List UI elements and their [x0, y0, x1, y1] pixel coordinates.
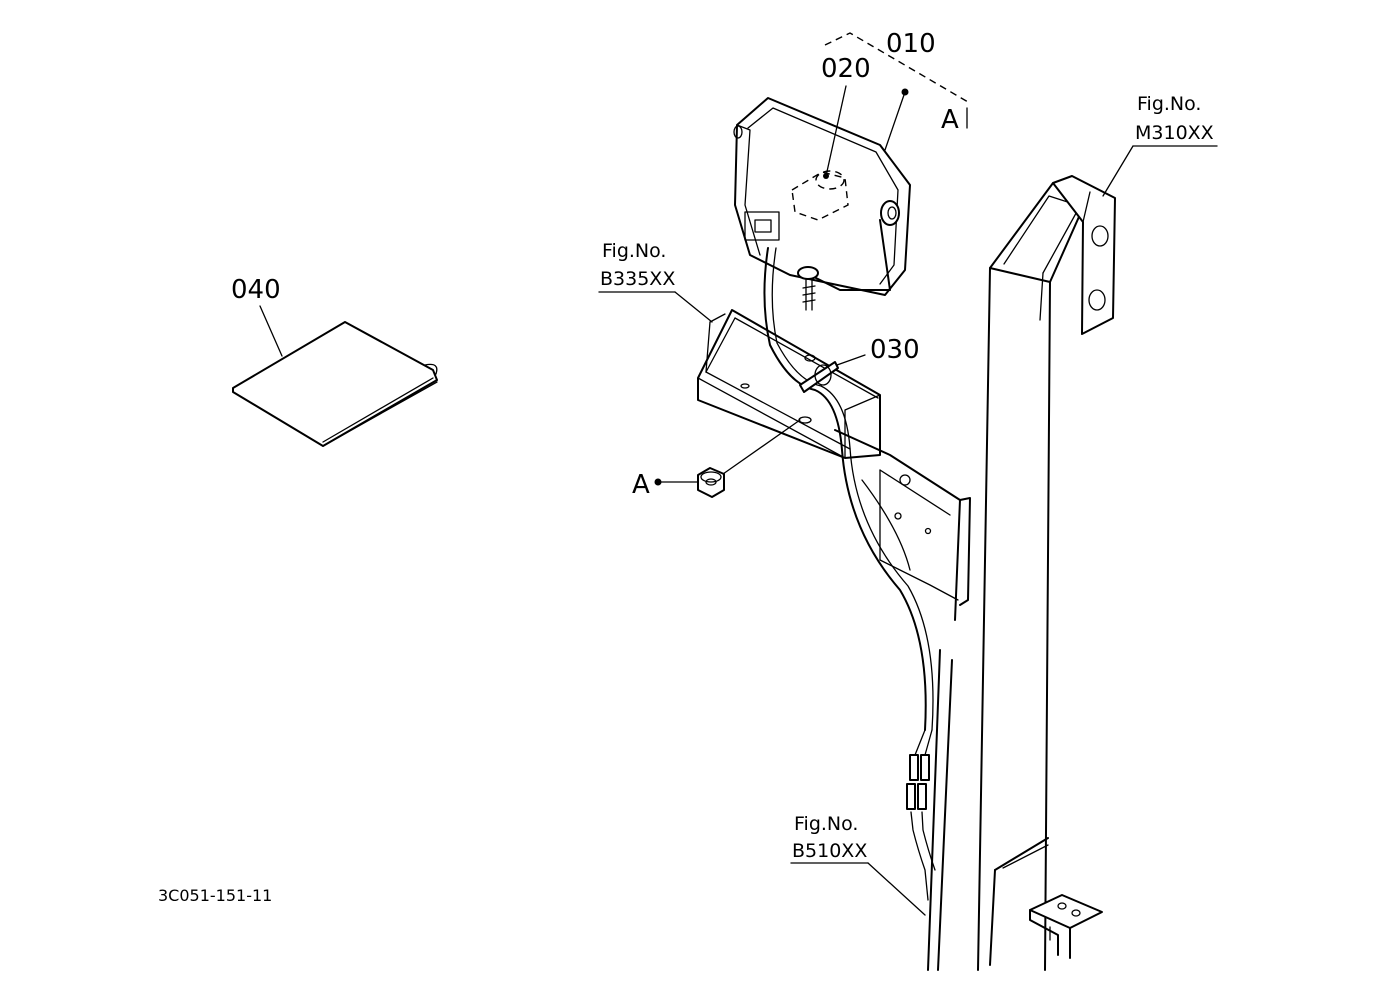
figref-m310xx-label: Fig.No. [1137, 93, 1201, 115]
lamp-mount-bracket [697, 309, 881, 459]
figref-b335xx-code: B335XX [600, 268, 675, 290]
mast-frame [834, 175, 1116, 971]
view-mark-a-lower: A [632, 470, 650, 500]
view-mark-a-upper: A [941, 105, 959, 135]
figref-b335xx[interactable]: Fig.No. B335XX [598, 240, 713, 323]
leader-020 [825, 85, 847, 177]
manual-booklet-040 [232, 305, 438, 447]
drawing-code: 3C051-151-11 [158, 886, 272, 905]
figref-b510xx-label: Fig.No. [794, 813, 858, 835]
callout-040[interactable]: 040 [231, 275, 281, 305]
wire-harness [763, 247, 936, 901]
callout-020[interactable]: 020 [821, 54, 871, 84]
callout-030[interactable]: 030 [870, 335, 920, 365]
figref-m310xx-code: M310XX [1135, 122, 1214, 144]
cable-tie-030 [799, 354, 866, 393]
figref-b335xx-label: Fig.No. [602, 240, 666, 262]
work-lamp-010 [733, 88, 911, 311]
figref-b510xx[interactable]: Fig.No. B510XX [790, 813, 926, 916]
figref-m310xx[interactable]: Fig.No. M310XX [1102, 93, 1218, 197]
callout-bracket-010 [824, 32, 969, 129]
flange-nut [654, 419, 801, 498]
callout-010[interactable]: 010 [886, 29, 936, 59]
figref-b510xx-code: B510XX [792, 840, 867, 862]
